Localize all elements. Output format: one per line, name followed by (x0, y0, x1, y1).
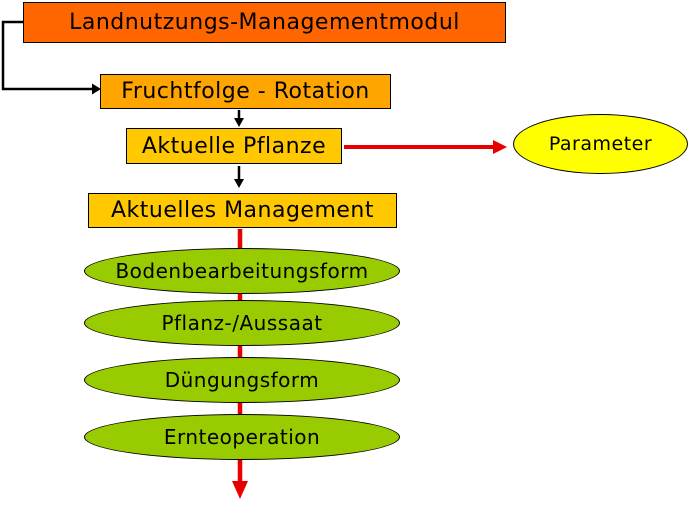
rotation-to-plant-arrowhead-icon (234, 118, 244, 127)
plant-to-management-arrowhead-icon (234, 179, 244, 188)
operation-ellipse-harvest: Ernteoperation (84, 414, 400, 460)
module-box: Landnutzungs-Managementmodul (23, 2, 506, 43)
operation-ellipse-label: Bodenbearbeitungsform (115, 259, 369, 283)
parameter-ellipse: Parameter (513, 114, 688, 174)
current-management-box-label: Aktuelles Management (110, 198, 375, 223)
operation-ellipse-label: Düngungsform (164, 368, 320, 392)
operation-ellipse-tillage: Bodenbearbeitungsform (84, 248, 400, 294)
rotation-box: Fruchtfolge - Rotation (100, 74, 391, 109)
operation-ellipse-fertilization: Düngungsform (84, 357, 400, 403)
module-to-rotation-arrowhead-icon (92, 83, 101, 95)
current-management-box: Aktuelles Management (88, 193, 397, 228)
parameter-ellipse-label: Parameter (548, 133, 653, 155)
current-plant-box-label: Aktuelle Pflanze (141, 133, 327, 159)
module-box-label: Landnutzungs-Managementmodul (69, 10, 460, 35)
module-to-rotation-connector (1, 20, 93, 91)
operation-ellipse-label: Ernteoperation (163, 425, 321, 449)
rotation-box-label: Fruchtfolge - Rotation (121, 79, 370, 104)
plant-to-parameter-arrowhead-icon (493, 140, 507, 154)
current-plant-box: Aktuelle Pflanze (126, 128, 342, 164)
operation-ellipse-planting: Pflanz-/Aussaat (84, 300, 400, 346)
operation-ellipse-label: Pflanz-/Aussaat (161, 311, 323, 335)
operations-flow-arrowhead-icon (232, 481, 248, 499)
